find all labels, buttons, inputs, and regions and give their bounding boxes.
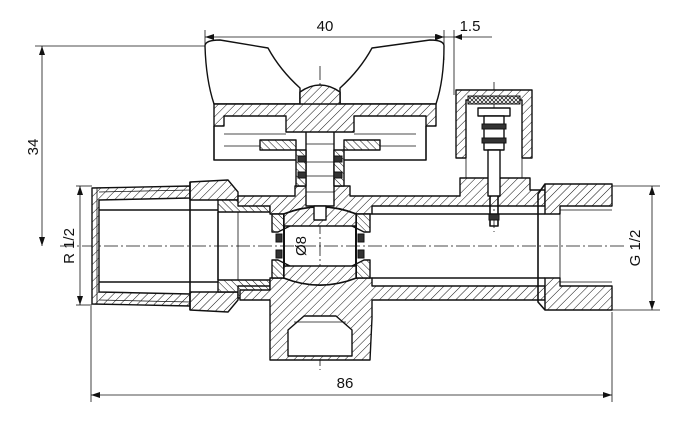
right-threaded-end bbox=[537, 183, 613, 311]
dimension-label-g-half: G 1/2 bbox=[627, 230, 644, 267]
dimension-top-width: 40 bbox=[204, 18, 445, 60]
dimension-label-40: 40 bbox=[317, 18, 334, 35]
dimension-label-86: 86 bbox=[337, 375, 354, 392]
dimension-label-34: 34 bbox=[25, 139, 42, 156]
left-union-nut bbox=[189, 179, 239, 313]
left-inner-sleeve bbox=[217, 199, 271, 299]
vent-cap bbox=[455, 89, 533, 227]
dimension-top-gap: 1.5 bbox=[436, 18, 492, 95]
dimension-left-thread: R 1/2 bbox=[61, 185, 92, 306]
butterfly-handle bbox=[204, 39, 445, 161]
bore-label: Ø8 bbox=[293, 236, 310, 256]
dimension-total-length: 86 bbox=[90, 306, 613, 402]
dimension-label-1-5: 1.5 bbox=[460, 18, 481, 35]
dimension-left-height: 34 bbox=[25, 45, 205, 246]
bore-outline bbox=[99, 209, 545, 283]
dimension-right-thread: G 1/2 bbox=[612, 185, 660, 311]
